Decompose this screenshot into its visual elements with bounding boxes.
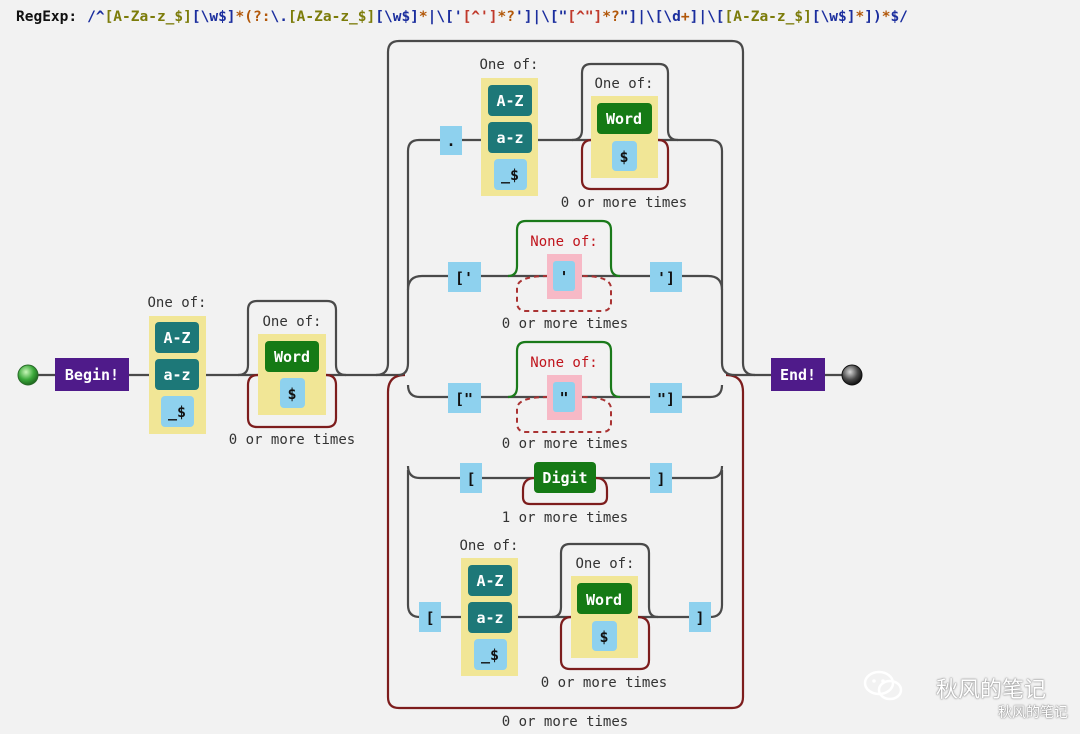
regex-label: RegExp: <box>16 9 78 25</box>
regex-segment: *? <box>497 9 515 25</box>
literal-dollar: $ <box>287 385 296 403</box>
regex-segment: \d <box>663 9 681 25</box>
charset-first-caption: One of: <box>147 295 206 311</box>
regex-segment: * <box>235 9 245 25</box>
end-label: End! <box>780 366 816 384</box>
repeat-caption-branch4: 1 or more times <box>502 510 628 526</box>
literal-close-squote: '] <box>657 269 675 287</box>
charset-first: One of: A-Z a-z _$ <box>147 295 207 434</box>
regex-segment: |\[' <box>427 9 463 25</box>
regex-segment: [\w$] <box>375 9 419 25</box>
range-az-upper: A-Z <box>476 572 503 590</box>
literal-dot: . <box>446 132 455 150</box>
class-digit: Digit <box>542 469 587 487</box>
word-charset-first: One of: Word $ <box>258 314 326 415</box>
wechat-icon <box>863 670 903 701</box>
class-word: Word <box>586 591 622 609</box>
regex-segment: ]) <box>864 9 882 25</box>
regex-segment: + <box>680 9 690 25</box>
first-word-repeat <box>237 299 347 429</box>
repeat-caption-branch5: 0 or more times <box>541 675 667 691</box>
branch1-word-repeat <box>571 62 679 191</box>
end-terminal <box>841 364 863 386</box>
range-az-lower: a-z <box>476 609 503 627</box>
regex-segment: * <box>855 9 865 25</box>
regex-segment: (?: <box>244 9 271 25</box>
literal-squote: ' <box>559 268 568 286</box>
begin-node: Begin! <box>55 358 129 391</box>
branch5: [ One of: A-Z a-z _$ One of: Word $ ] 0 … <box>419 538 711 691</box>
repeat-caption-branch3: 0 or more times <box>502 436 628 452</box>
branch1-word-charset: One of: Word $ <box>591 76 658 178</box>
branch2-repeat <box>507 219 621 312</box>
watermark: 秋风的笔记 <box>935 678 1046 703</box>
range-az-lower: a-z <box>496 129 523 147</box>
regex-segment: /^ <box>87 9 105 25</box>
branch1-word-caption: One of: <box>594 76 653 92</box>
branch3: [" None of: " "] 0 or more times <box>448 355 682 452</box>
literal-dollar: $ <box>619 148 628 166</box>
literal-underscore-dollar: _$ <box>168 403 186 421</box>
class-word: Word <box>274 348 310 366</box>
literal-open-dquote: [" <box>455 390 473 408</box>
regex-segment: * <box>418 9 428 25</box>
branch4-repeat <box>521 476 609 506</box>
regex-header: RegExp:/^[A-Za-z_$][\w$]*(?:\.[A-Za-z_$]… <box>16 9 908 25</box>
end-node: End! <box>771 358 825 391</box>
branch3-repeat <box>507 340 621 433</box>
regex-segment: $/ <box>890 9 908 25</box>
class-word: Word <box>606 110 642 128</box>
literal-close-bracket: ] <box>695 609 704 627</box>
literal-open-bracket: [ <box>466 470 475 488</box>
regex-segment: *? <box>602 9 620 25</box>
literal-dquote: " <box>559 389 568 407</box>
branch5-word-caption: One of: <box>575 556 634 572</box>
range-az-upper: A-Z <box>163 329 190 347</box>
begin-label: Begin! <box>65 366 119 384</box>
literal-underscore-dollar: _$ <box>501 166 519 184</box>
alternation-branches <box>397 138 736 619</box>
none-of-caption-dquote: None of: <box>530 355 597 371</box>
regex-segment: ]|\[ <box>689 9 725 25</box>
regex-segment: [^"] <box>567 9 603 25</box>
branch1-dot: . <box>440 126 462 155</box>
regex-segment: [\w$] <box>191 9 236 25</box>
literal-open-squote: [' <box>455 269 473 287</box>
branch1-charset: One of: A-Z a-z _$ <box>479 57 539 196</box>
watermark-sub: 秋风的笔记 <box>998 705 1068 721</box>
repeat-caption-branch2: 0 or more times <box>502 316 628 332</box>
regex-segment: [A-Za-z_$] <box>724 9 812 25</box>
regex-source: /^[A-Za-z_$][\w$]*(?:\.[A-Za-z_$][\w$]*|… <box>87 9 908 25</box>
branch1-charset-caption: One of: <box>479 57 538 73</box>
range-az-upper: A-Z <box>496 92 523 110</box>
start-terminal <box>17 364 39 386</box>
regex-segment: * <box>881 9 891 25</box>
regex-segment: [A-Za-z_$] <box>287 9 376 25</box>
none-of-caption-squote: None of: <box>530 234 597 250</box>
literal-close-dquote: "] <box>657 390 675 408</box>
branch5-charset-caption: One of: <box>459 538 518 554</box>
repeat-caption-first: 0 or more times <box>229 432 355 448</box>
branch5-word-repeat <box>551 542 659 671</box>
regex-segment: ']|\[" <box>514 9 568 25</box>
group-repeat <box>375 39 756 710</box>
literal-close-bracket: ] <box>656 470 665 488</box>
literal-dollar: $ <box>599 628 608 646</box>
regex-segment: [^'] <box>462 9 498 25</box>
regex-segment: [A-Za-z_$] <box>104 9 192 25</box>
regex-segment: \. <box>270 9 288 25</box>
word-charset-first-caption: One of: <box>262 314 321 330</box>
literal-open-bracket: [ <box>425 609 434 627</box>
range-az-lower: a-z <box>163 366 190 384</box>
repeat-caption-group: 0 or more times <box>502 714 628 730</box>
branch2: [' None of: ' '] 0 or more times <box>448 234 682 332</box>
literal-underscore-dollar: _$ <box>481 646 499 664</box>
regex-segment: "]|\[ <box>619 9 664 25</box>
branch4: [ Digit ] 1 or more times <box>460 462 672 526</box>
repeat-caption-branch1: 0 or more times <box>561 195 687 211</box>
regex-segment: [\w$] <box>811 9 856 25</box>
